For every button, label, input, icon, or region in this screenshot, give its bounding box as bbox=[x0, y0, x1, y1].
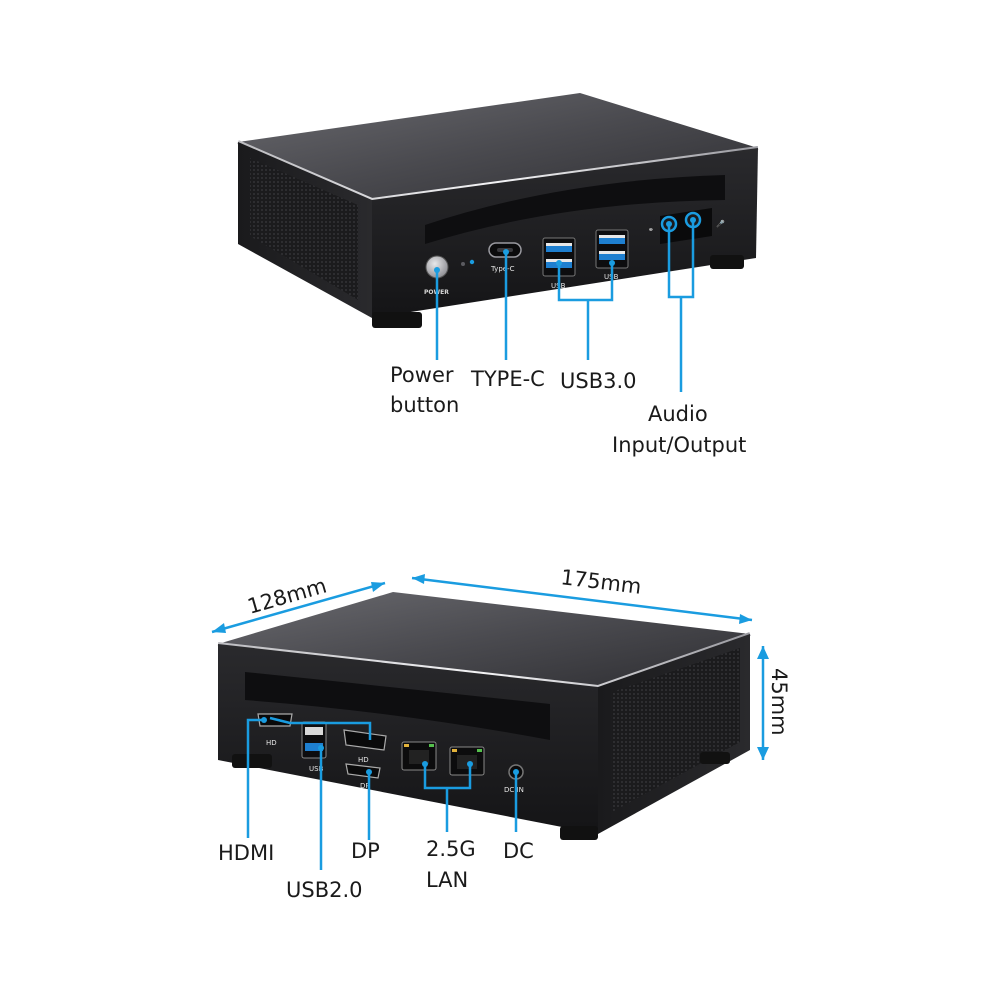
dimension-height: 45mm bbox=[767, 668, 791, 736]
dimension-lines bbox=[211, 574, 769, 760]
right-vent-mesh bbox=[612, 648, 740, 812]
dimension-width: 175mm bbox=[559, 565, 642, 599]
usb3-port-right bbox=[595, 229, 629, 269]
front-device-top bbox=[238, 93, 758, 200]
callout-type-c: TYPE-C bbox=[470, 367, 545, 391]
dp-port bbox=[345, 763, 381, 779]
rear-device: HD USB HD DP bbox=[217, 592, 751, 840]
lan-port-2 bbox=[449, 746, 485, 776]
rear-device-top bbox=[218, 592, 750, 687]
led-indicator bbox=[469, 259, 475, 265]
callout-lan-line2: LAN bbox=[426, 868, 468, 892]
microphone-icon: 🎤 bbox=[716, 219, 725, 228]
callout-hdmi: HDMI bbox=[218, 841, 274, 865]
callout-lan-line1: 2.5G bbox=[426, 837, 476, 861]
hd-marking-right: HD bbox=[358, 756, 369, 764]
front-leader-lines bbox=[434, 217, 696, 392]
callout-dc: DC bbox=[503, 839, 534, 863]
callout-power-line2: button bbox=[390, 393, 459, 417]
rear-leader-lines bbox=[246, 716, 519, 870]
led-indicator bbox=[461, 262, 465, 266]
dp-marking: DP bbox=[360, 782, 370, 790]
usb2-port bbox=[301, 721, 327, 759]
hdmi-port-2 bbox=[343, 729, 387, 751]
callout-usb30: USB3.0 bbox=[560, 369, 637, 393]
callout-audio-line1: Audio bbox=[648, 402, 708, 426]
hd-marking-left: HD bbox=[266, 739, 277, 747]
callout-dp: DP bbox=[351, 839, 380, 863]
callout-usb20: USB2.0 bbox=[286, 878, 363, 902]
headphone-icon: ⚭ bbox=[648, 226, 654, 234]
dc-in-marking: DC IN bbox=[504, 786, 524, 794]
left-vent-mesh bbox=[250, 158, 358, 300]
type-c-marking: Type-C bbox=[490, 265, 515, 273]
callout-power-line1: Power bbox=[390, 363, 454, 387]
front-device: POWER Type-C USB USB ⚭ 🎤 bbox=[237, 93, 759, 328]
callout-audio-line2: Input/Output bbox=[612, 433, 746, 457]
lan-port-1 bbox=[401, 741, 437, 771]
usb-marking-rear: USB bbox=[309, 765, 324, 773]
